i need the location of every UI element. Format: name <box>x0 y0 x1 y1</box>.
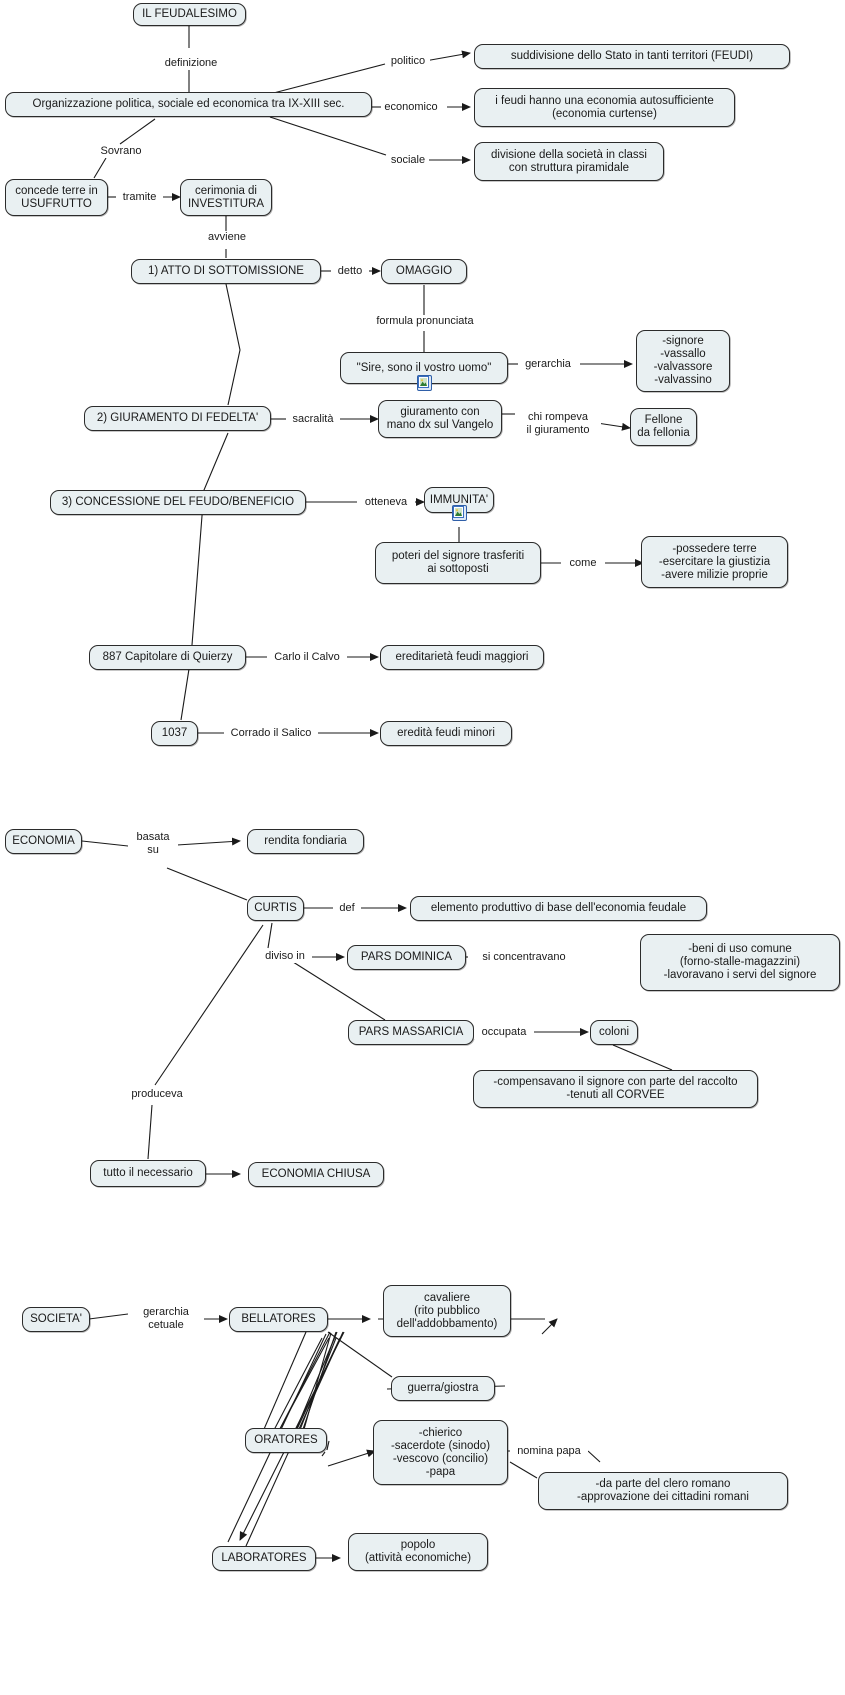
link-label-come: come <box>561 557 605 570</box>
node-def-box[interactable]: elemento produttivo di base dell'economi… <box>410 896 707 921</box>
link-label-corrado-il-salico: Corrado il Salico <box>224 727 318 740</box>
link-label-def: def <box>333 902 361 915</box>
link-label-chi-rompeva: chi rompeva il giuramento <box>515 411 601 436</box>
node-ereditarieta-maggiori[interactable]: ereditarietà feudi maggiori <box>380 645 544 670</box>
link-label-nomina-papa: nomina papa <box>510 1445 588 1458</box>
link-label-sociale: sociale <box>387 154 429 167</box>
node-1037[interactable]: 1037 <box>151 721 198 746</box>
node-politico-box[interactable]: suddivisione dello Stato in tanti territ… <box>474 44 790 69</box>
node-guerra-giostra[interactable]: guerra/giostra <box>391 1376 495 1401</box>
node-quierzy[interactable]: 887 Capitolare di Quierzy <box>89 645 246 670</box>
image-resource-icon-sire[interactable] <box>417 375 432 391</box>
node-chierico-list[interactable]: -chierico -sacerdote (sinodo) -vescovo (… <box>373 1420 508 1485</box>
link-label-sacralita: sacralità <box>286 413 340 426</box>
link-label-gerarchia: gerarchia <box>518 358 578 371</box>
link-label-tramite: tramite <box>116 191 163 204</box>
node-investitura[interactable]: cerimonia di INVESTITURA <box>180 179 272 216</box>
node-pars-dominica[interactable]: PARS DOMINICA <box>347 945 466 970</box>
node-curtis[interactable]: CURTIS <box>247 896 304 921</box>
node-beni-list[interactable]: -beni di uso comune (forno-stalle-magazz… <box>640 934 840 991</box>
node-concessione-feudo[interactable]: 3) CONCESSIONE DEL FEUDO/BENEFICIO <box>50 490 306 515</box>
node-bellatores[interactable]: BELLATORES <box>229 1307 328 1332</box>
node-rendita-fondiaria[interactable]: rendita fondiaria <box>247 829 364 854</box>
node-oratores[interactable]: ORATORES <box>245 1428 327 1453</box>
node-popolo[interactable]: popolo (attività economiche) <box>348 1533 488 1571</box>
node-omaggio[interactable]: OMAGGIO <box>381 259 467 284</box>
node-fellone[interactable]: Fellone da fellonia <box>630 408 697 446</box>
image-resource-icon-immunita[interactable] <box>452 505 467 521</box>
node-eredita-minori[interactable]: eredità feudi minori <box>380 721 512 746</box>
node-title-feudalesimo[interactable]: IL FEUDALESIMO <box>133 3 246 26</box>
link-label-detto: detto <box>331 265 369 278</box>
node-atto-sottomissione[interactable]: 1) ATTO DI SOTTOMISSIONE <box>131 259 321 284</box>
link-label-occupata: occupata <box>474 1026 534 1039</box>
link-label-diviso-in: diviso in <box>258 950 312 963</box>
link-label-formula-pronunciata: formula pronunciata <box>362 315 488 328</box>
link-label-carlo-il-calvo: Carlo il Calvo <box>267 651 347 664</box>
link-label-basata-su: basata su <box>128 831 178 856</box>
node-economico-box[interactable]: i feudi hanno una economia autosufficien… <box>474 88 735 127</box>
node-usufrutto[interactable]: concede terre in USUFRUTTO <box>5 179 108 216</box>
link-label-politico: politico <box>386 55 430 68</box>
link-label-avviene: avviene <box>198 231 256 244</box>
node-tutto-necessario[interactable]: tutto il necessario <box>90 1160 206 1187</box>
node-societa[interactable]: SOCIETA' <box>22 1307 90 1332</box>
link-label-produceva: produceva <box>122 1088 192 1101</box>
link-label-otteneva: otteneva <box>357 496 415 509</box>
node-poteri-signore[interactable]: poteri del signore trasferiti ai sottopo… <box>375 542 541 584</box>
link-label-economico: economico <box>381 101 441 114</box>
node-definizione-box[interactable]: Organizzazione politica, sociale ed econ… <box>5 92 372 117</box>
node-economia-chiusa[interactable]: ECONOMIA CHIUSA <box>248 1162 384 1187</box>
node-compensavano[interactable]: -compensavano il signore con parte del r… <box>473 1070 758 1108</box>
node-coloni[interactable]: coloni <box>590 1020 638 1045</box>
node-pars-massaricia[interactable]: PARS MASSARICIA <box>348 1020 474 1045</box>
node-laboratores[interactable]: LABORATORES <box>212 1546 316 1571</box>
node-economia[interactable]: ECONOMIA <box>5 829 82 854</box>
node-gerarchia-list[interactable]: -signore -vassallo -valvassore -valvassi… <box>636 330 730 392</box>
node-cavaliere[interactable]: cavaliere (rito pubblico dell'addobbamen… <box>383 1285 511 1337</box>
node-sociale-box[interactable]: divisione della società in classi con st… <box>474 142 664 181</box>
node-come-list[interactable]: -possedere terre -esercitare la giustizi… <box>641 536 788 588</box>
node-giuramento-fedelta[interactable]: 2) GIURAMENTO DI FEDELTA' <box>84 406 271 431</box>
link-label-si-concentravano: si concentravano <box>468 951 580 964</box>
node-vangelo[interactable]: giuramento con mano dx sul Vangelo <box>378 400 502 438</box>
link-label-definizione: definizione <box>150 57 232 70</box>
link-label-gerarchia-cetuale: gerarchia cetuale <box>128 1306 204 1331</box>
link-label-sovrano: Sovrano <box>90 145 152 158</box>
node-clero-box[interactable]: -da parte del clero romano -approvazione… <box>538 1472 788 1510</box>
